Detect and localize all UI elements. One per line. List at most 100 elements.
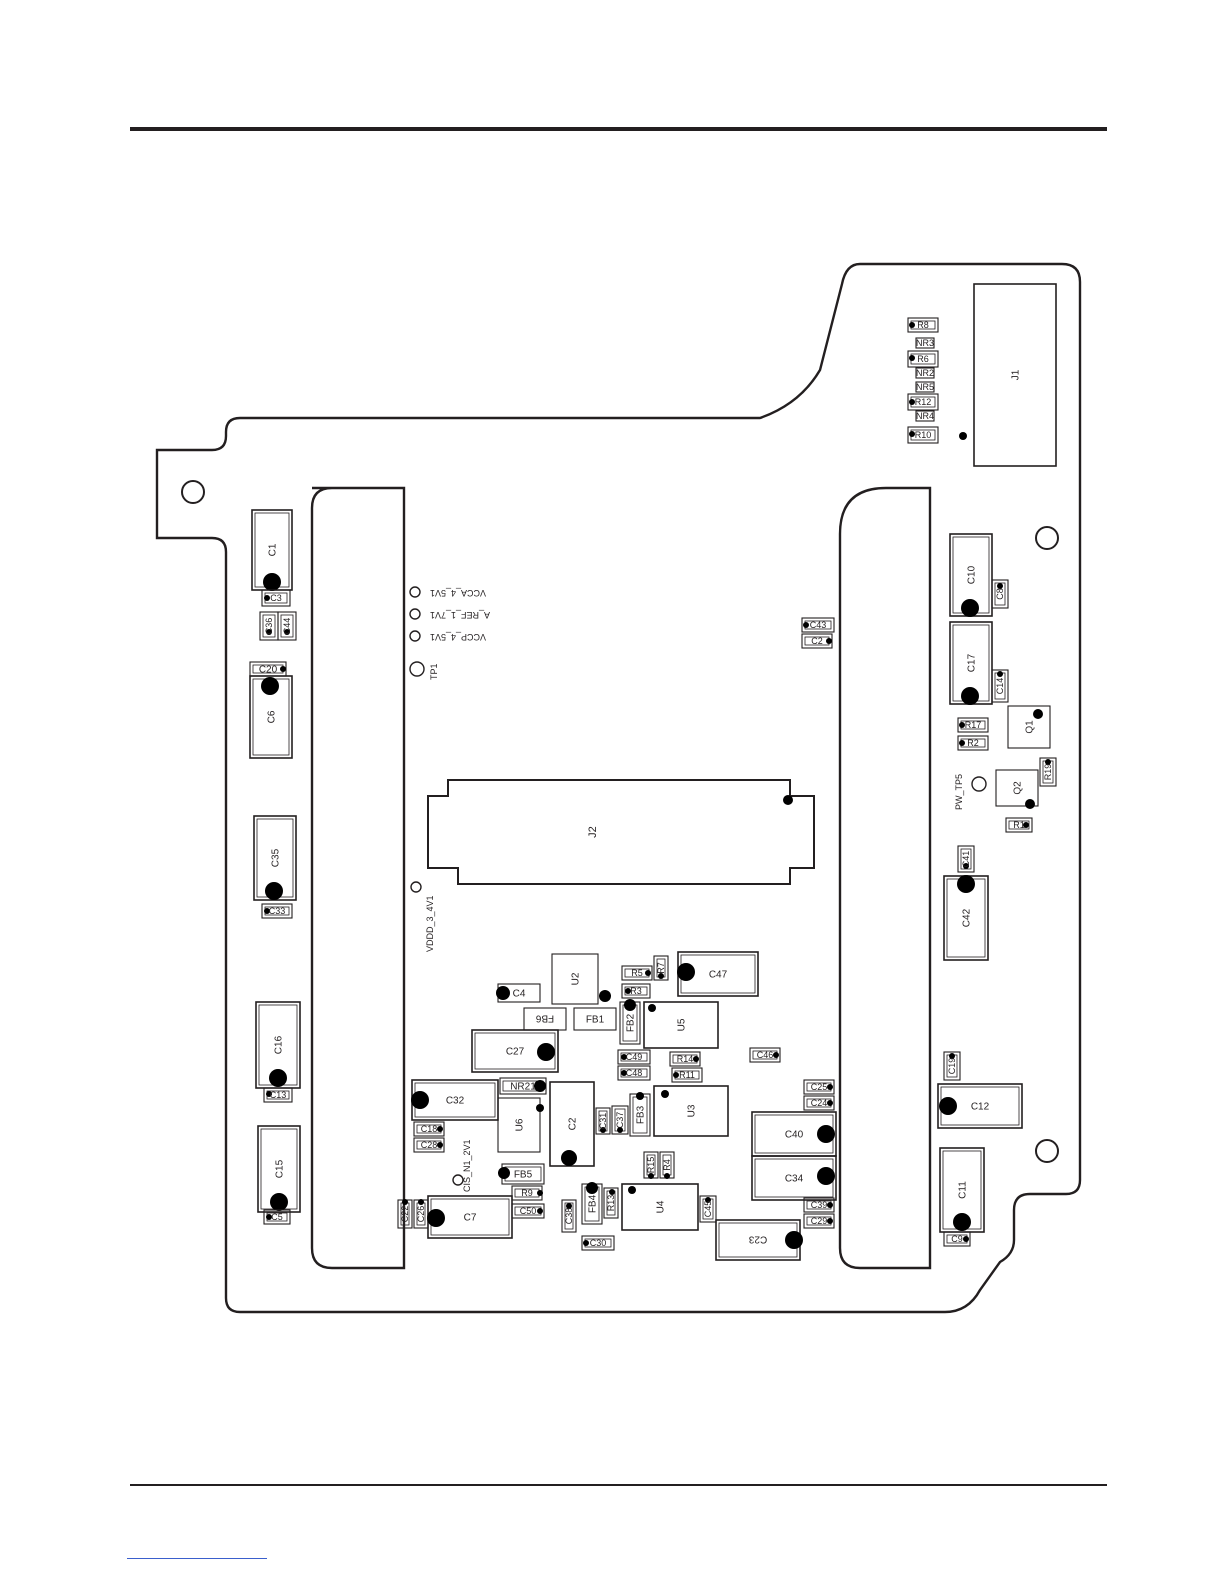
component-c38-outline — [561, 1199, 577, 1233]
component-c44: C44 — [277, 611, 297, 641]
test-point-cis-n1-2v1-pad — [452, 1174, 464, 1186]
component-fb1: FB1 — [573, 1007, 617, 1031]
component-nr4: NR4 — [915, 410, 935, 422]
component-r8-outline — [907, 317, 939, 333]
component-q2: Q2 — [995, 769, 1039, 809]
component-c34-label: C34 — [785, 1173, 804, 1184]
component-r13: R13 — [603, 1187, 619, 1219]
component-nr4-label: NR4 — [916, 411, 934, 421]
component-r17-label: R17 — [965, 720, 982, 730]
component-c45-label: C45 — [703, 1201, 713, 1218]
component-r12-pin1-dot — [909, 399, 915, 405]
component-c2-pin1-dot — [561, 1150, 577, 1166]
component-r19: R19 — [1039, 757, 1057, 787]
component-r2-label: R2 — [967, 738, 979, 748]
component-c23-label: C23 — [748, 1234, 767, 1245]
component-c30-pin1-dot — [583, 1240, 589, 1246]
component-c50: C50 — [511, 1203, 545, 1219]
component-c39: C39 — [803, 1197, 835, 1213]
component-c22: C22 — [397, 1199, 413, 1229]
component-r11-pin1-dot — [673, 1072, 679, 1078]
component-nr2: NR2 — [915, 367, 935, 379]
component-c50-label: C50 — [520, 1206, 537, 1216]
component-c37-label: C37 — [615, 1112, 625, 1129]
component-nr5: NR5 — [915, 381, 935, 393]
component-u3-label: U3 — [686, 1104, 697, 1117]
component-fb2-pin1-dot — [624, 999, 636, 1011]
component-r4-label: R4 — [662, 1159, 672, 1171]
component-c49: C49 — [617, 1049, 651, 1065]
component-c4: C4 — [496, 983, 541, 1003]
component-q1-pin1-dot — [1033, 709, 1043, 719]
component-c29-pin1-dot — [827, 1218, 833, 1224]
component-r5-pin1-dot — [645, 970, 651, 976]
component-fb5: FB5 — [498, 1163, 545, 1185]
component-c38-pin1-dot — [566, 1203, 572, 1209]
component-c42-pin1-dot — [957, 875, 975, 893]
component-r14-label: R14 — [677, 1054, 694, 1064]
component-c10: C10 — [949, 533, 993, 617]
component-c13-outline — [263, 1087, 293, 1103]
component-c43-label: C43 — [810, 620, 827, 630]
component-c48-label: C48 — [626, 1068, 643, 1078]
component-r3-pin1-dot — [625, 988, 631, 994]
component-r7: R7 — [653, 955, 669, 981]
component-c3-label: C3 — [270, 593, 282, 603]
component-c18-outline — [413, 1121, 445, 1137]
component-c1-pin1-dot — [263, 573, 281, 591]
component-c33: C33 — [261, 903, 293, 919]
component-c8-label: C8 — [995, 588, 1005, 600]
component-c12-outline — [937, 1083, 1023, 1129]
component-c7-label: C7 — [464, 1212, 477, 1223]
component-c48: C48 — [617, 1065, 651, 1081]
component-c40-pin1-dot — [817, 1125, 835, 1143]
component-c48-pin1-dot — [621, 1070, 627, 1076]
component-fb3: FB3 — [629, 1092, 651, 1137]
component-c27-body — [474, 1032, 556, 1070]
mounting-holes — [181, 480, 1059, 1163]
component-c50-outline — [511, 1203, 545, 1219]
component-nr5-label: NR5 — [916, 382, 934, 392]
component-c11-pin1-dot — [953, 1213, 971, 1231]
component-c9-label: C9 — [951, 1234, 963, 1244]
component-c31: C31 — [595, 1107, 611, 1135]
component-nr3-outline — [915, 337, 935, 349]
component-c32: C32 — [411, 1079, 499, 1121]
component-r7-outline — [653, 955, 669, 981]
component-u4-pin1-dot — [628, 1186, 636, 1194]
component-u5-pin1-dot — [648, 1004, 656, 1012]
footer-link-underline[interactable] — [127, 1558, 267, 1559]
component-r7-pin1-dot — [658, 973, 664, 979]
component-c5-pin1-dot — [266, 1214, 272, 1220]
component-c33-label: C33 — [269, 906, 286, 916]
component-c45: C45 — [699, 1195, 717, 1223]
component-c41: C41 — [957, 845, 975, 873]
component-c22-pin1-dot — [402, 1199, 408, 1205]
component-c14-pin1-dot — [997, 671, 1003, 677]
component-c36-label: C36 — [264, 618, 274, 635]
component-c25-pin1-dot — [827, 1084, 833, 1090]
component-c27-pin1-dot — [537, 1043, 555, 1061]
component-c25-label: C25 — [811, 1082, 828, 1092]
component-c22-label: C22 — [400, 1206, 410, 1223]
component-c46: C46 — [749, 1047, 781, 1063]
component-c39-pin1-dot — [827, 1202, 833, 1208]
test-point-tp1-label: TP1 — [429, 663, 439, 680]
component-c11: C11 — [939, 1147, 985, 1233]
component-u3-outline — [653, 1085, 729, 1137]
component-nr4-outline — [915, 410, 935, 422]
component-fb2: FB2 — [619, 999, 641, 1045]
component-c6-label: C6 — [266, 710, 277, 723]
component-r6-label: R6 — [917, 354, 929, 364]
component-r12-label: R12 — [915, 397, 932, 407]
component-u6: U6 — [497, 1097, 544, 1153]
component-u5: U5 — [643, 1001, 719, 1049]
component-c4-pin1-dot — [496, 986, 510, 1000]
component-c32-label: C32 — [446, 1095, 465, 1106]
component-r19-outline — [1039, 757, 1057, 787]
component-c33-outline — [261, 903, 293, 919]
component-u4-outline — [621, 1183, 699, 1231]
component-c48-outline — [617, 1065, 651, 1081]
component-r17: R17 — [957, 717, 989, 733]
component-c18-pin1-dot — [437, 1126, 443, 1132]
